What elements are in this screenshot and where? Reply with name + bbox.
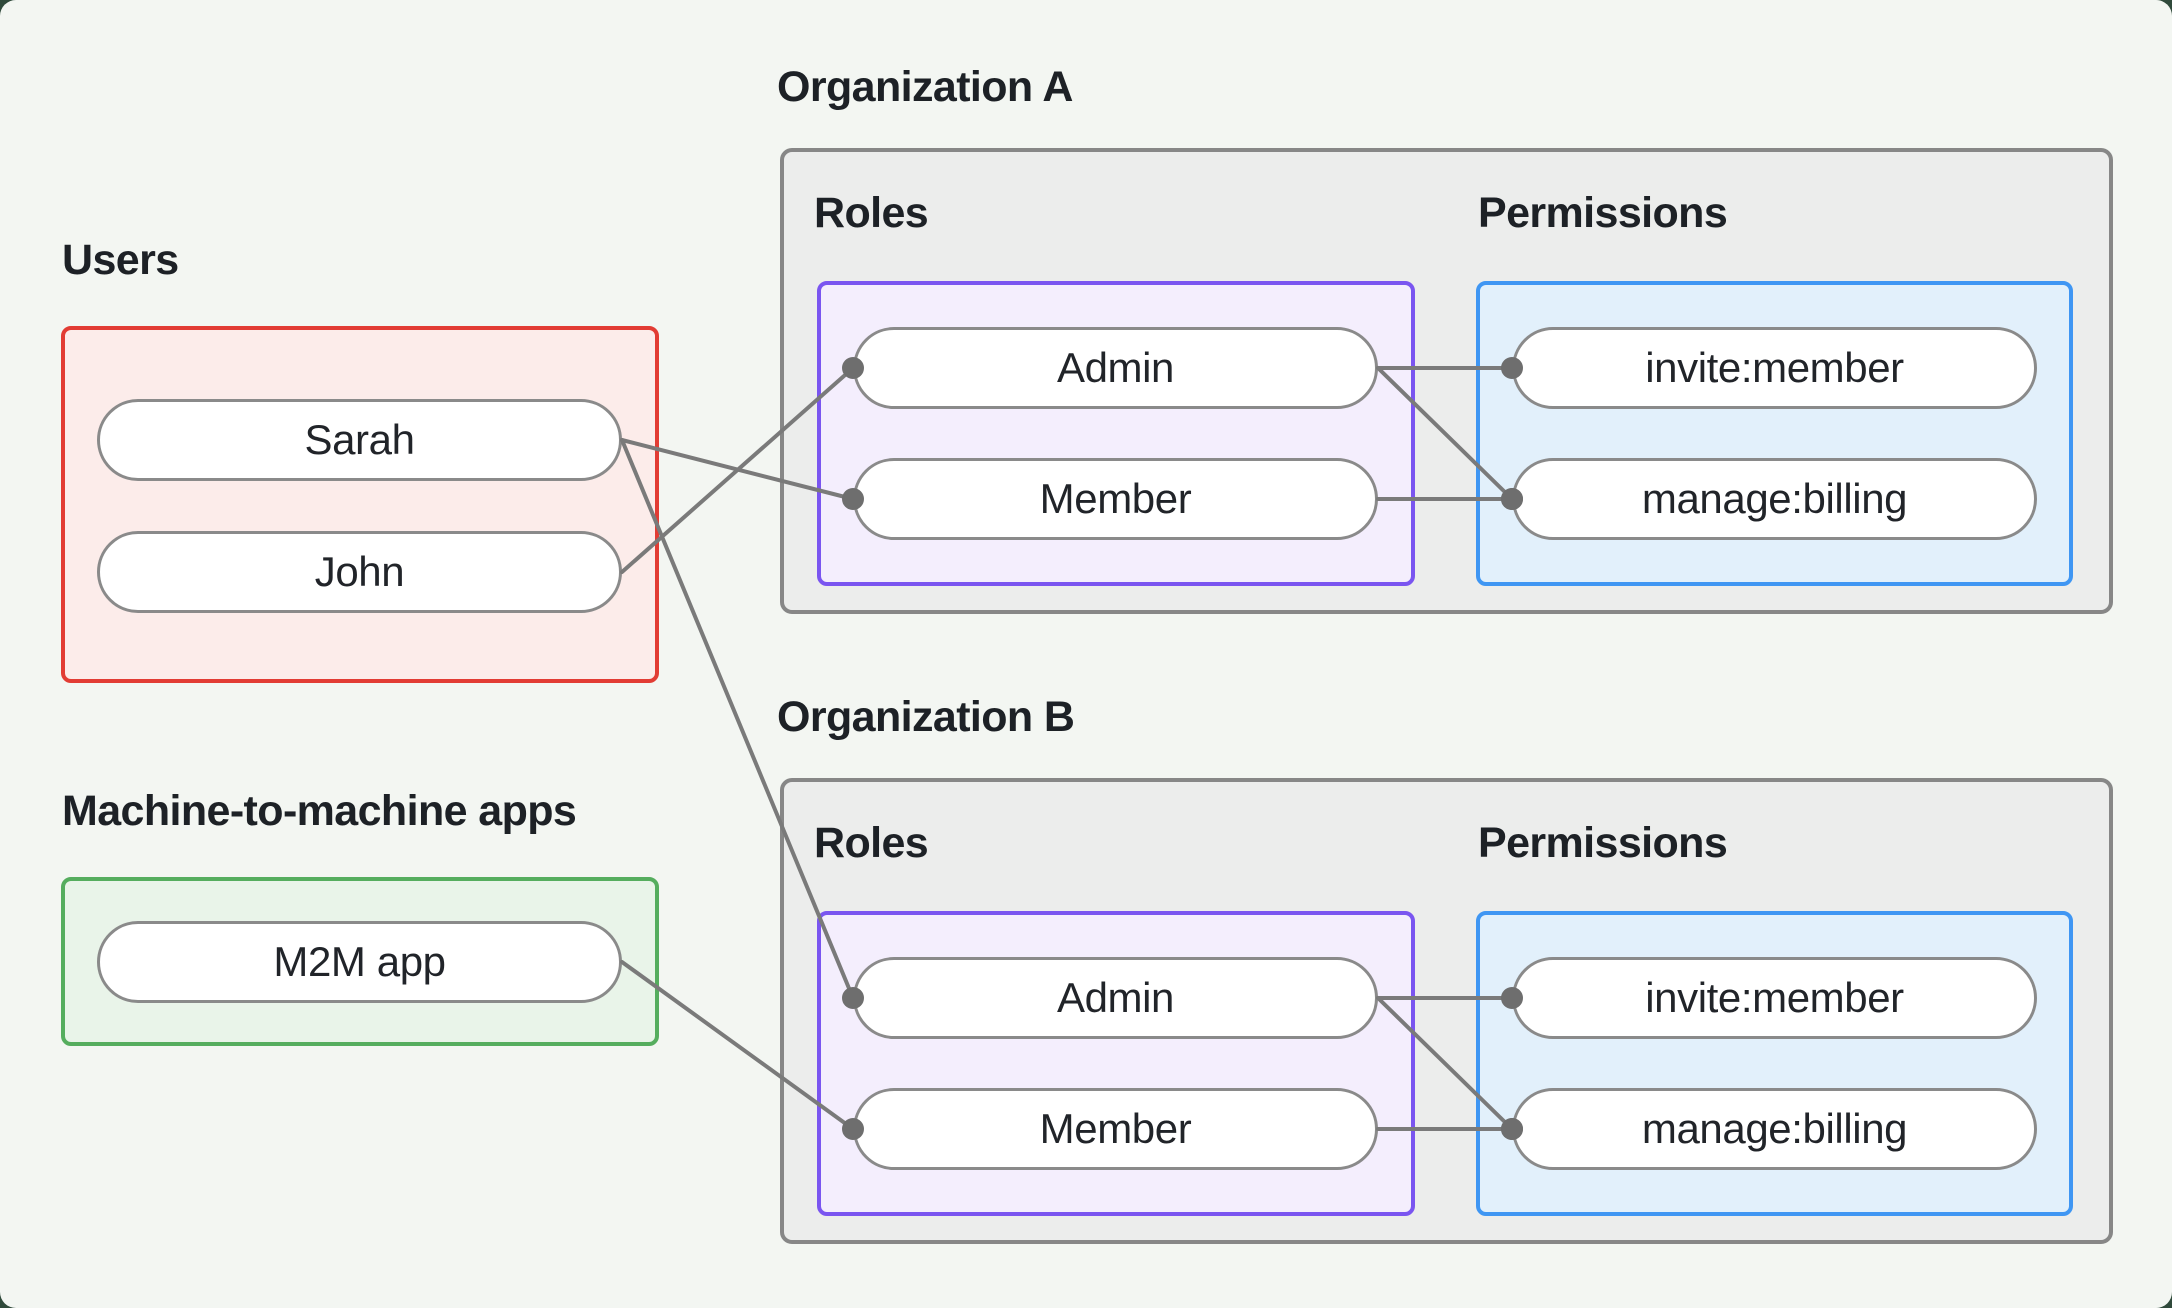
org-a-roles-heading: Roles xyxy=(814,189,929,237)
org-a-heading: Organization A xyxy=(777,63,1073,111)
org-b-heading: Organization B xyxy=(777,693,1075,741)
org-a-permissions-box: invite:member manage:billing xyxy=(1476,281,2073,586)
org-b-roles-heading: Roles xyxy=(814,819,929,867)
org-a-box: Roles Permissions Admin Member invite:me… xyxy=(780,148,2113,614)
org-b-permissions-box: invite:member manage:billing xyxy=(1476,911,2073,1216)
org-b-role-member: Member xyxy=(853,1088,1378,1170)
org-b-permission-manage-billing: manage:billing xyxy=(1512,1088,2037,1170)
org-b-permission-invite-member: invite:member xyxy=(1512,957,2037,1039)
m2m-app-node: M2M app xyxy=(97,921,622,1003)
org-a-permission-manage-billing: manage:billing xyxy=(1512,458,2037,540)
org-a-permissions-heading: Permissions xyxy=(1478,189,1728,237)
org-b-box: Roles Permissions Admin Member invite:me… xyxy=(780,778,2113,1244)
users-group-heading: Users xyxy=(62,236,179,284)
org-a-permission-invite-member: invite:member xyxy=(1512,327,2037,409)
user-node-john: John xyxy=(97,531,622,613)
org-a-role-admin: Admin xyxy=(853,327,1378,409)
user-node-sarah: Sarah xyxy=(97,399,622,481)
org-b-permissions-heading: Permissions xyxy=(1478,819,1728,867)
org-a-roles-box: Admin Member xyxy=(817,281,1415,586)
users-group-box: Sarah John xyxy=(61,326,659,683)
org-b-role-admin: Admin xyxy=(853,957,1378,1039)
m2m-group-heading: Machine-to-machine apps xyxy=(62,787,577,835)
org-a-role-member: Member xyxy=(853,458,1378,540)
m2m-group-box: M2M app xyxy=(61,877,659,1046)
org-b-roles-box: Admin Member xyxy=(817,911,1415,1216)
